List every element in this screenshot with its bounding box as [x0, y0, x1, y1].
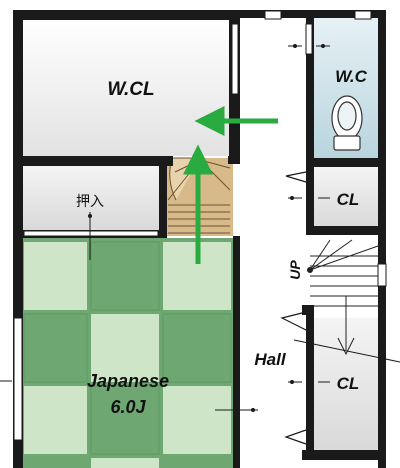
room-label-japanese-size: 6.0J: [110, 397, 146, 417]
dimension-markers: [0, 44, 400, 412]
room-label-hall: Hall: [254, 350, 286, 369]
room-label-wc: W.C: [335, 67, 368, 86]
room-label-cl-upper: CL: [337, 190, 360, 209]
up-label: UP: [287, 260, 303, 280]
room-label-japanese: Japanese: [87, 371, 169, 391]
up-stairs: [307, 239, 379, 356]
hall-floor: [240, 16, 306, 468]
windows: [13, 10, 387, 441]
walls: [13, 10, 386, 468]
toilet-fixture: [331, 95, 363, 151]
cl-upper-floor: [314, 167, 378, 227]
direction-arrows: [183, 106, 278, 264]
doors: [280, 171, 307, 445]
tatami-grid: [21, 238, 233, 468]
room-label-oshiire: 押入: [76, 194, 104, 210]
room-label-cl-lower: CL: [337, 374, 360, 393]
room-label-wcl: W.CL: [107, 79, 154, 100]
